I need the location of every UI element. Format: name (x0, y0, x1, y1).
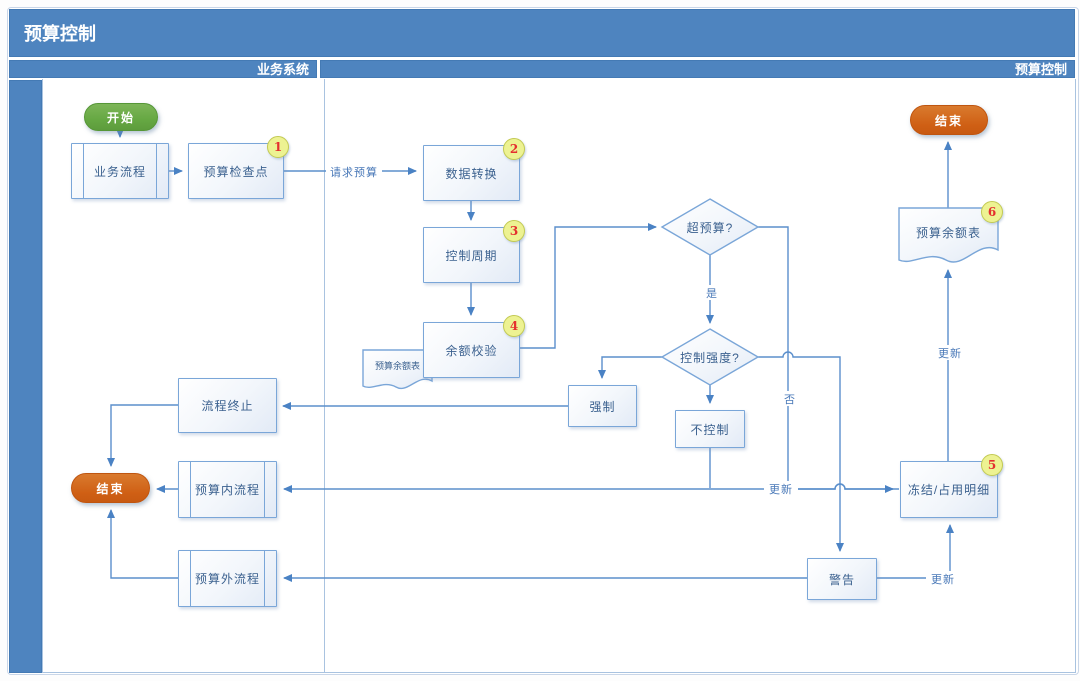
data-conversion-label: 数据转换 (445, 166, 498, 181)
connector-join-to-freeze-detail (788, 483, 894, 493)
force-label: 强制 (589, 399, 616, 414)
step-badge-1: 1 (267, 136, 289, 158)
connector-terminate-to-end-left (107, 404, 178, 467)
no-control-label: 不控制 (690, 422, 730, 437)
warning-node[interactable]: 警告 (807, 558, 877, 600)
balance-check-label: 余额校验 (445, 343, 498, 358)
out-budget-process-label: 预算外流程 (194, 572, 260, 586)
budget-checkpoint-label: 预算检查点 (203, 164, 269, 179)
freeze-occupy-detail-label: 冻结/占用明细 (907, 483, 991, 497)
end-left-label: 结束 (96, 481, 125, 496)
connector-strength-to-warning (758, 351, 844, 552)
step-badge-2: 2 (503, 138, 525, 160)
no-control-node[interactable]: 不控制 (675, 410, 745, 448)
force-node[interactable]: 强制 (568, 385, 637, 427)
in-budget-process-label: 预算内流程 (194, 483, 260, 497)
start-label: 开始 (106, 110, 135, 125)
warning-label: 警告 (828, 572, 855, 587)
step-badge-4: 4 (503, 315, 525, 337)
edge-label-no: 否 (779, 391, 801, 406)
end-node-left[interactable]: 结束 (71, 473, 150, 503)
budget-balance-doc-shape[interactable] (898, 207, 999, 263)
start-node[interactable]: 开始 (84, 103, 158, 131)
in-budget-process-node[interactable]: 预算内流程 (178, 461, 277, 518)
control-cycle-label: 控制周期 (445, 248, 498, 263)
connector-balance-check-to-over-budget (520, 223, 657, 349)
connector-out-budget-to-end-left (107, 509, 178, 579)
out-budget-process-node[interactable]: 预算外流程 (178, 550, 277, 607)
process-terminate-node[interactable]: 流程终止 (178, 378, 277, 433)
edge-label-update-in-budget: 更新 (764, 481, 798, 496)
budget-balance-doc-small-shape[interactable] (362, 349, 433, 390)
lane-header-budget-control[interactable]: 预算控制 (320, 60, 1075, 78)
edge-label-update-warning: 更新 (926, 571, 960, 586)
lane-side-strip (9, 80, 42, 673)
business-process-node[interactable]: 业务流程 (71, 143, 169, 199)
edge-label-yes: 是 (701, 285, 723, 300)
subprocess-side-bar (190, 551, 191, 606)
connector-update-to-in-budget (283, 483, 899, 493)
edge-label-update-balance-doc: 更新 (933, 345, 967, 360)
subprocess-side-bar (156, 144, 157, 198)
step-badge-6: 6 (981, 201, 1003, 223)
connector-strength-to-force (598, 356, 662, 379)
step-badge-5: 5 (981, 454, 1003, 476)
end-node-top[interactable]: 结束 (910, 105, 988, 135)
subprocess-side-bar (190, 462, 191, 517)
step-badge-3: 3 (503, 220, 525, 242)
subprocess-side-bar (264, 551, 265, 606)
diagram-canvas (42, 79, 1076, 673)
lane-header-business-system[interactable]: 业务系统 (9, 60, 317, 78)
page-title: 预算控制 (9, 9, 1075, 57)
process-terminate-label: 流程终止 (201, 399, 254, 413)
business-process-label: 业务流程 (93, 164, 146, 179)
edge-label-request-budget: 请求预算 (326, 164, 382, 179)
control-strength-decision-diamond[interactable] (660, 328, 760, 386)
lane-divider (324, 79, 325, 672)
end-top-label: 结束 (934, 113, 963, 128)
subprocess-side-bar (264, 462, 265, 517)
subprocess-side-bar (83, 144, 84, 198)
over-budget-decision-diamond[interactable] (660, 198, 760, 256)
